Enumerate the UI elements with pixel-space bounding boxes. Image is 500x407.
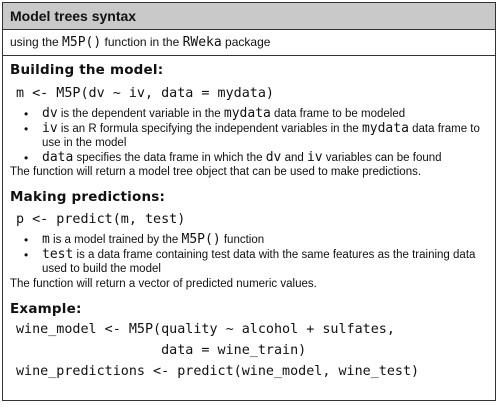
code-line: wine_predictions <- predict(wine_model, …	[16, 363, 420, 379]
building-return-text: The function will return a model tree ob…	[10, 166, 422, 178]
box-subtitle: using the M5P() function in the RWeka pa…	[3, 30, 495, 56]
inline-code: dv	[265, 149, 282, 165]
example-heading: Example:	[10, 300, 82, 317]
inline-code: mydata	[361, 120, 409, 136]
building-code: m <- M5P(dv ~ iv, data = mydata)	[16, 86, 274, 101]
list-item: • iv is an R formula specifying the indep…	[24, 120, 487, 151]
bullet-text: is a model trained by the	[49, 234, 182, 246]
inline-code: mydata	[223, 106, 271, 121]
predicting-bullets: • m is a model trained by the M5P() funct…	[10, 232, 487, 277]
subtitle-suffix: package	[221, 35, 271, 49]
subtitle-middle: function in the	[101, 35, 183, 49]
box-title: Model trees syntax	[3, 3, 495, 30]
bullet-text: variables can be found	[322, 151, 442, 164]
code-line: wine_model <- M5P(quality ~ alcohol + su…	[16, 321, 395, 337]
predicting-code: p <- predict(m, test)	[16, 212, 186, 227]
inline-code: iv	[42, 120, 58, 136]
bullet-icon: •	[24, 107, 29, 121]
bullet-text: is a data frame containing test data wit…	[42, 248, 476, 276]
bullet-icon: •	[24, 233, 29, 247]
building-heading: Building the model:	[10, 62, 164, 78]
bullet-icon: •	[24, 247, 29, 262]
predicting-return-text: The function will return a vector of pre…	[10, 277, 317, 290]
example-code: wine_model <- M5P(quality ~ alcohol + su…	[10, 319, 487, 382]
list-item: • test is a data frame containing test da…	[24, 246, 487, 277]
bullet-icon: •	[24, 121, 29, 136]
bullet-text: specifies the data frame in which the	[73, 151, 266, 164]
inline-code: test	[42, 246, 74, 262]
building-bullets: • dv is the dependent variable in the myd…	[10, 106, 487, 166]
bullet-text: and	[281, 151, 307, 164]
bullet-text: is an R formula specifying the independe…	[57, 122, 362, 135]
list-item: • dv is the dependent variable in the myd…	[24, 106, 487, 122]
inline-code: M5P()	[181, 232, 221, 247]
list-item: • data specifies the data frame in which …	[24, 149, 487, 166]
subtitle-prefix: using the	[10, 35, 63, 49]
predicting-heading: Making predictions:	[10, 189, 166, 205]
bullet-text: is the dependent variable in the	[57, 108, 224, 120]
bullet-icon: •	[24, 150, 29, 165]
inline-code: iv	[306, 149, 323, 165]
inline-code: dv	[42, 106, 58, 121]
inline-code: m	[42, 232, 50, 247]
subtitle-function: M5P()	[62, 35, 102, 50]
syntax-box: Model trees syntax using the M5P() funct…	[2, 2, 496, 401]
inline-code: data	[42, 149, 74, 165]
subtitle-package: RWeka	[182, 35, 222, 50]
box-content: Building the model: m <- M5P(dv ~ iv, da…	[3, 56, 495, 382]
bullet-text: data frame to use in the model	[42, 122, 480, 150]
code-line: data = wine_train)	[16, 342, 307, 358]
list-item: • m is a model trained by the M5P() funct…	[24, 232, 487, 248]
bullet-text: function	[220, 234, 265, 246]
bullet-text: data frame to be modeled	[270, 108, 406, 120]
